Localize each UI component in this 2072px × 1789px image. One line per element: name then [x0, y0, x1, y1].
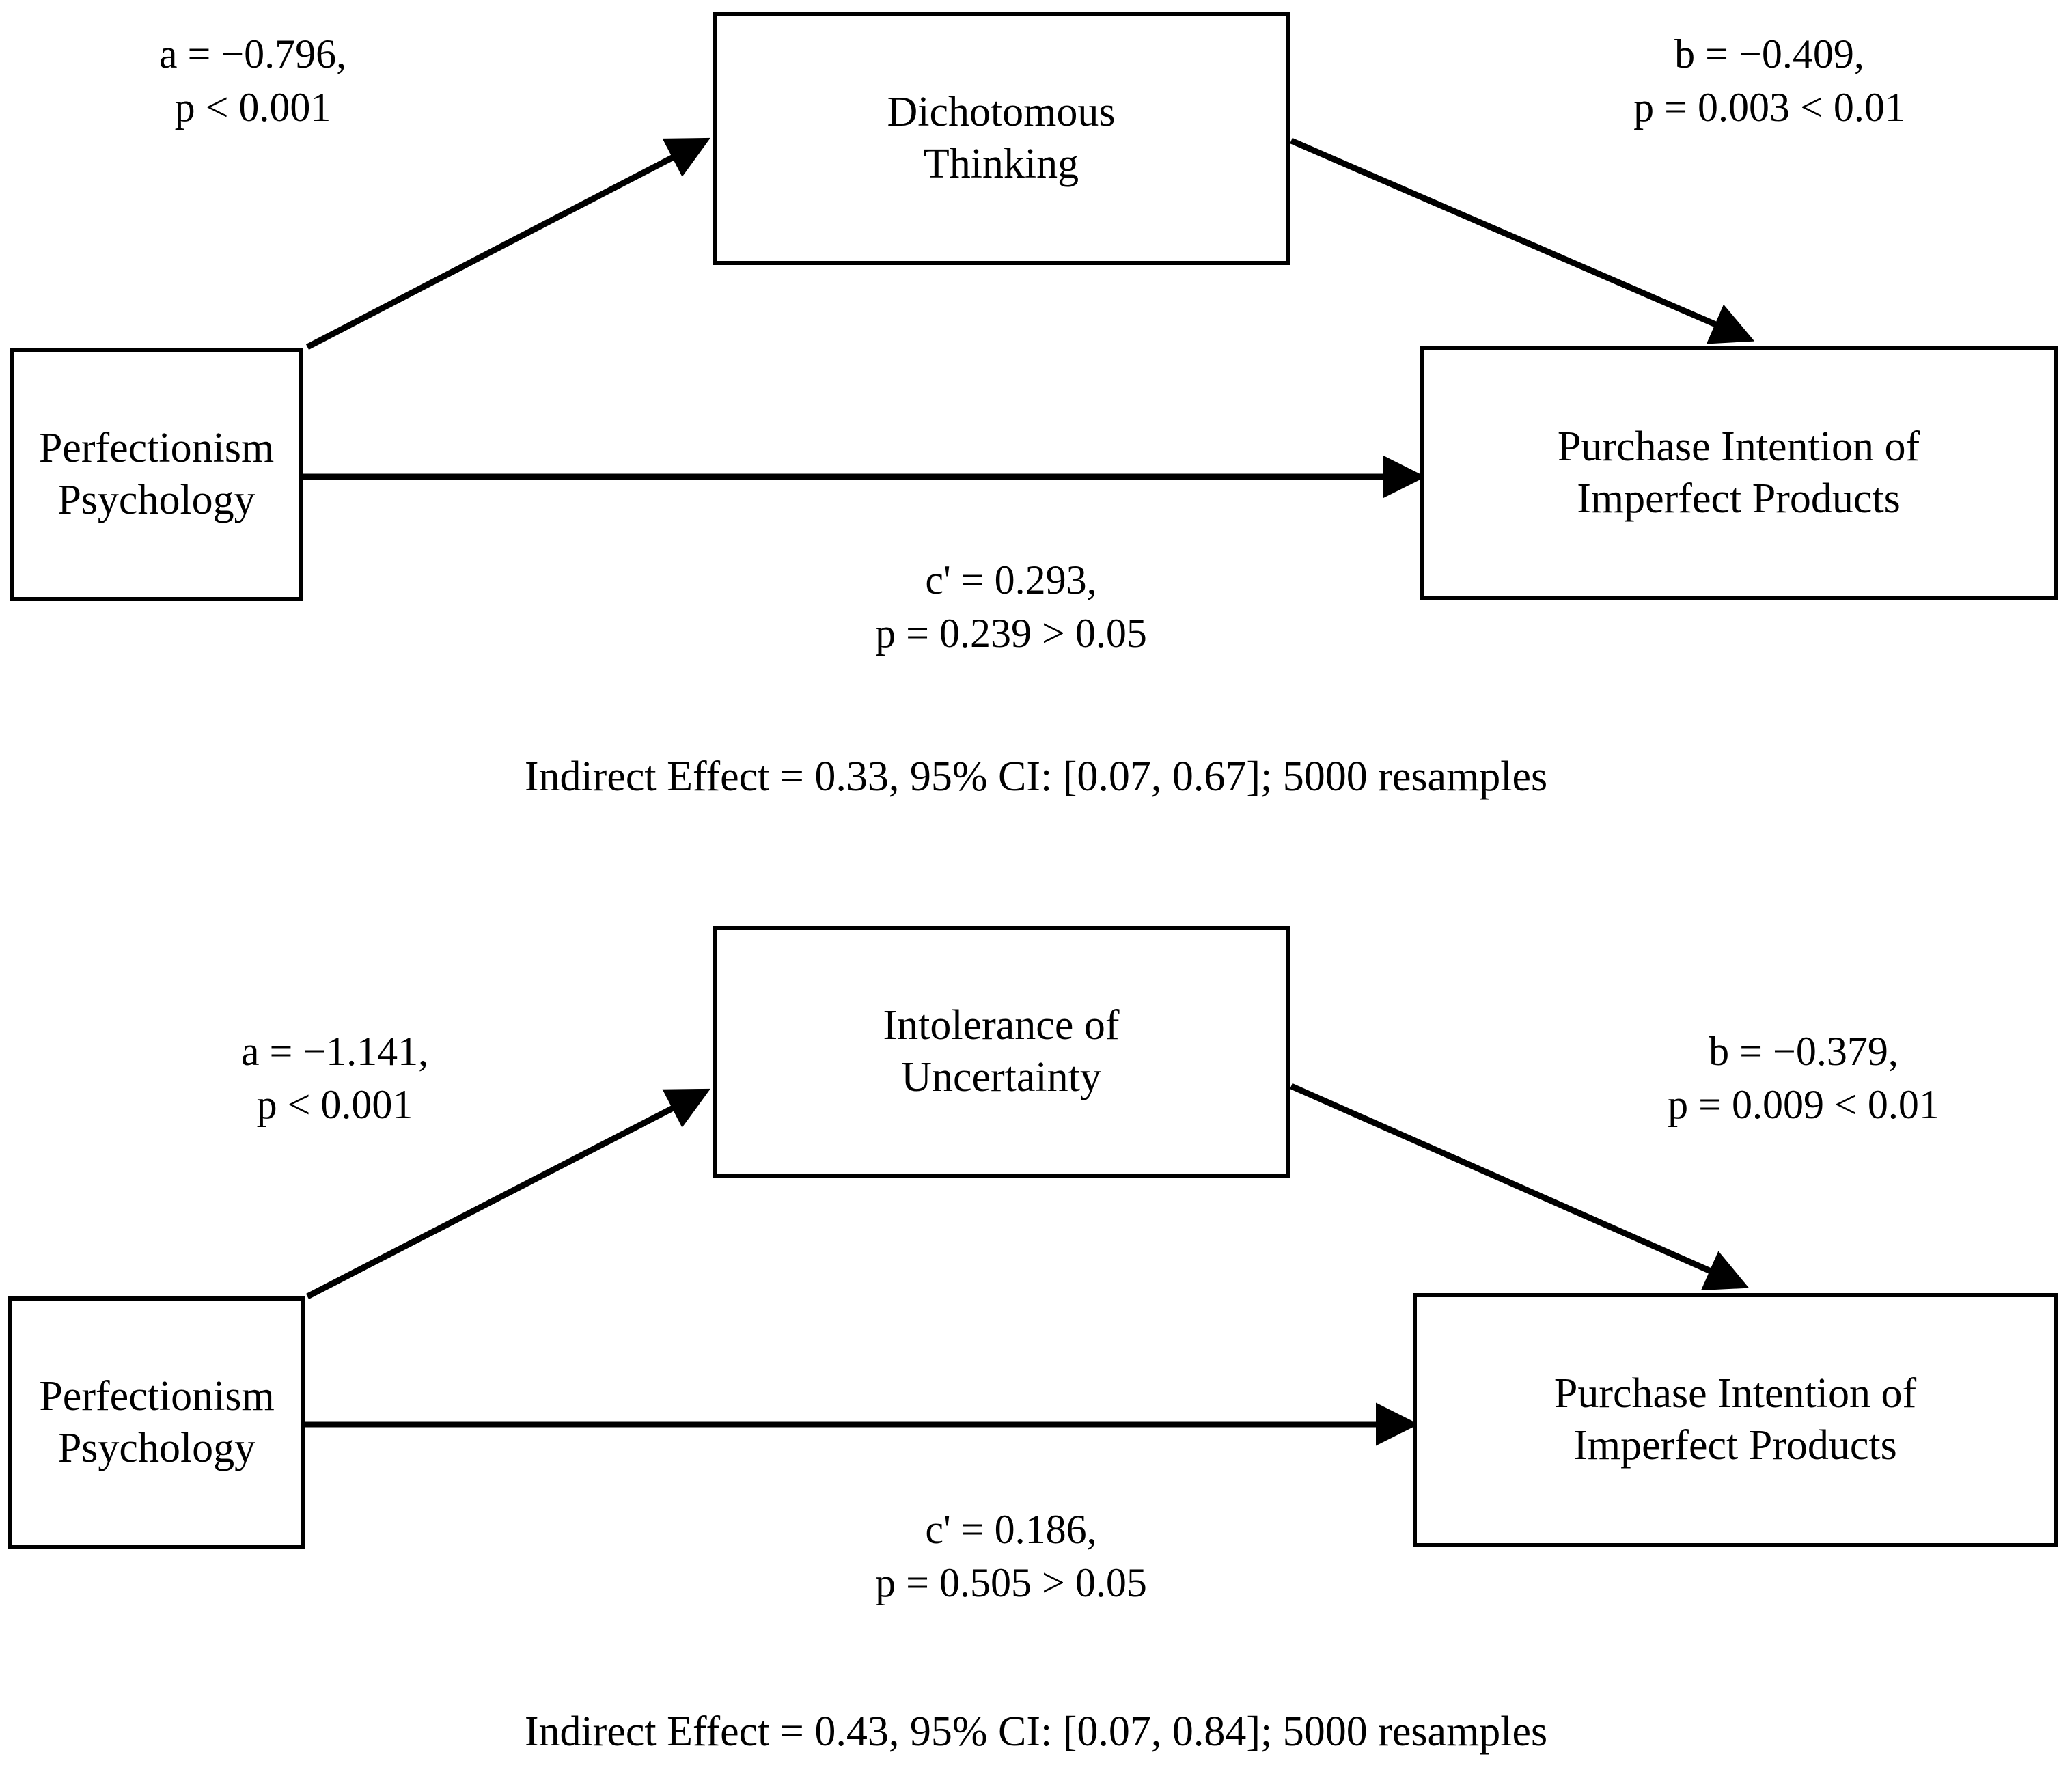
path-label-b-panel2: b = −0.379, p = 0.009 < 0.01 — [1668, 1029, 1939, 1127]
path-label-a-panel1: a = −0.796, p < 0.001 — [158, 31, 347, 130]
node-perfectionism-psychology-panel1: Perfectionism Psychology — [10, 348, 303, 601]
node-purchase-intention-panel2: Purchase Intention of Imperfect Products — [1413, 1293, 2058, 1547]
arrow-b-panel1 — [1290, 137, 1755, 344]
node-perfectionism-psychology-panel1-label: Perfectionism Psychology — [38, 425, 275, 523]
node-perfectionism-psychology-panel2: Perfectionism Psychology — [8, 1296, 305, 1549]
path-label-cprime-panel1: c' = 0.293, p = 0.239 > 0.05 — [875, 557, 1147, 656]
path-label-b-panel1: b = −0.409, p = 0.003 < 0.01 — [1633, 31, 1905, 130]
node-intolerance-of-uncertainty-label: Intolerance of Uncertainty — [883, 1002, 1120, 1100]
indirect-effect-panel2: Indirect Effect = 0.43, 95% CI: [0.07, 0… — [524, 1708, 1548, 1755]
node-dichotomous-thinking-label: Dichotomous Thinking — [887, 89, 1116, 187]
node-purchase-intention-panel1-label: Purchase Intention of Imperfect Products — [1557, 423, 1920, 522]
node-intolerance-of-uncertainty: Intolerance of Uncertainty — [713, 926, 1290, 1178]
node-perfectionism-psychology-panel2-label: Perfectionism Psychology — [39, 1373, 275, 1471]
indirect-effect-panel1: Indirect Effect = 0.33, 95% CI: [0.07, 0… — [524, 753, 1548, 800]
node-purchase-intention-panel1: Purchase Intention of Imperfect Products — [1420, 346, 2058, 600]
path-label-a-panel2: a = −1.141, p < 0.001 — [240, 1029, 429, 1127]
arrow-a-panel1 — [305, 137, 710, 350]
node-dichotomous-thinking: Dichotomous Thinking — [713, 12, 1290, 265]
node-purchase-intention-panel2-label: Purchase Intention of Imperfect Products — [1553, 1370, 1917, 1469]
path-label-cprime-panel2: c' = 0.186, p = 0.505 > 0.05 — [875, 1507, 1147, 1605]
